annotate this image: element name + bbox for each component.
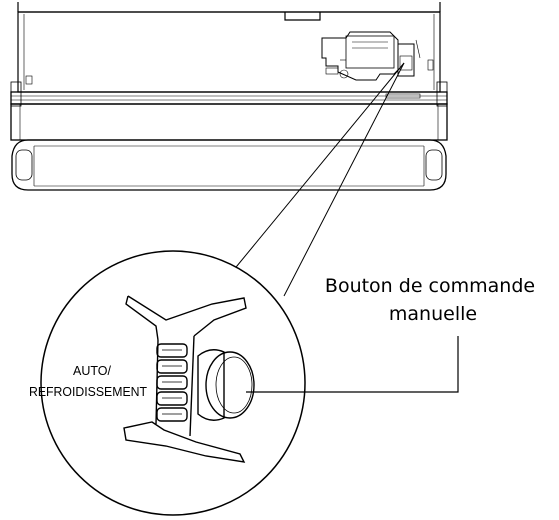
mode-label-line2: REFROIDISSEMENT [29, 385, 147, 399]
callout-label-line2: manuelle [389, 303, 477, 325]
callout-label-line1: Bouton de commande [325, 275, 535, 297]
unit-chassis-top [17, 2, 441, 13]
front-panel [10, 103, 448, 141]
unit-chassis [17, 11, 441, 93]
manual-button-bracket [123, 295, 255, 463]
magnified-detail-circle [40, 250, 306, 516]
control-box [321, 31, 421, 81]
indoor-unit [10, 2, 448, 191]
mode-label-line1: AUTO/ [73, 364, 111, 378]
callout-pointer-line [246, 336, 459, 393]
unit-top-tab [284, 12, 321, 21]
manual-control-button [205, 351, 255, 419]
front-panel-top-band [10, 91, 448, 105]
louver-housing [11, 139, 447, 191]
magnifier-leader-lines [231, 62, 405, 297]
